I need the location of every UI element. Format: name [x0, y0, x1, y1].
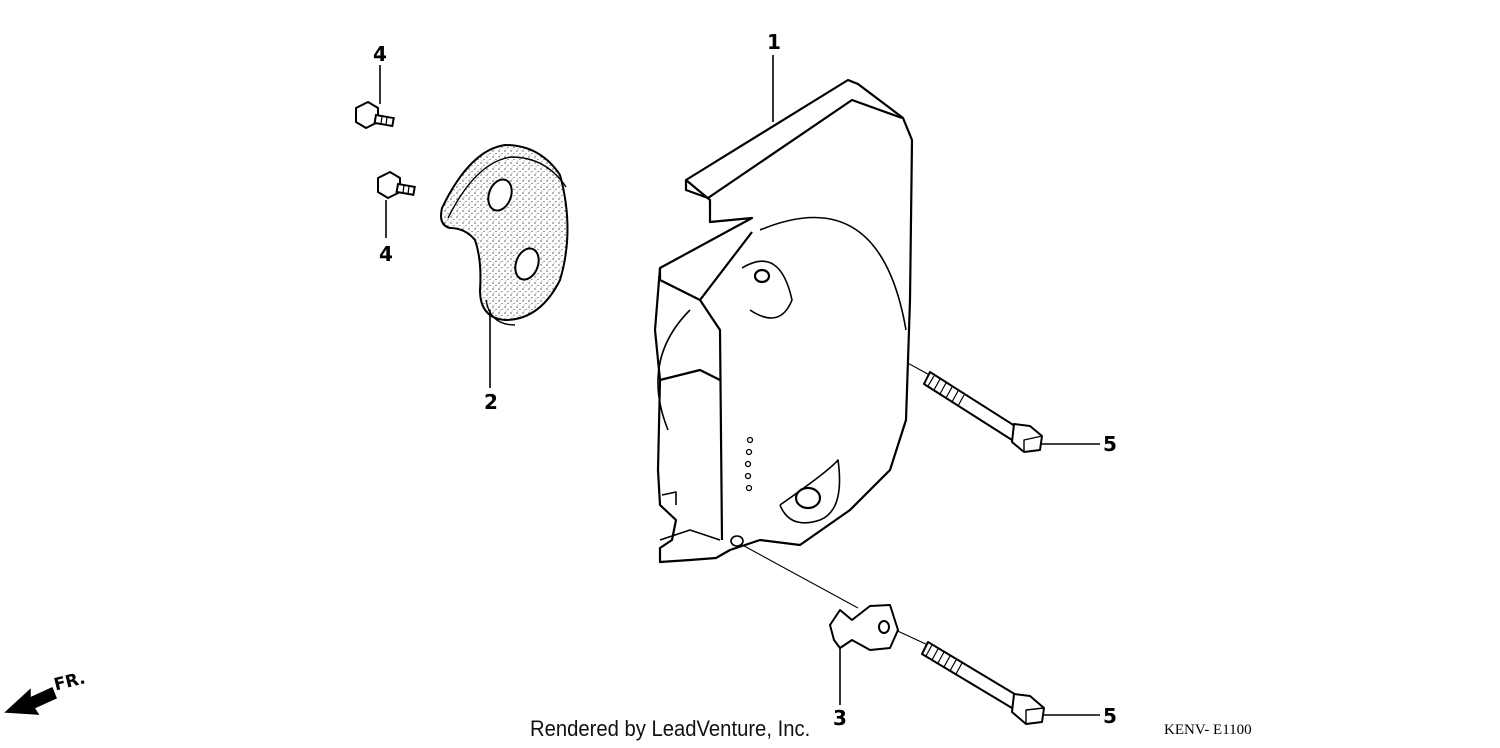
- callout-3: 3: [833, 706, 847, 730]
- gasket-part-2: [440, 143, 569, 326]
- callout-5-lower: 5: [1103, 704, 1117, 728]
- clamp-part-3: [829, 604, 899, 651]
- render-credit: Rendered by LeadVenture, Inc.: [530, 716, 811, 741]
- diagram-code: KENV- E1100: [1164, 722, 1252, 738]
- front-direction-arrow-icon: [4, 686, 57, 715]
- cover-part-1: [653, 78, 914, 564]
- callout-2: 2: [484, 390, 498, 414]
- callout-4-lower: 4: [379, 242, 393, 266]
- small-bolt-part-4-top: [355, 100, 395, 130]
- callout-5-upper: 5: [1103, 432, 1117, 456]
- long-bolt-part-5-lower: [921, 641, 1045, 725]
- small-bolt-part-4-lower: [377, 170, 416, 200]
- long-bolt-part-5-upper: [923, 371, 1043, 453]
- callout-1: 1: [767, 30, 781, 54]
- callout-4-top: 4: [373, 42, 387, 66]
